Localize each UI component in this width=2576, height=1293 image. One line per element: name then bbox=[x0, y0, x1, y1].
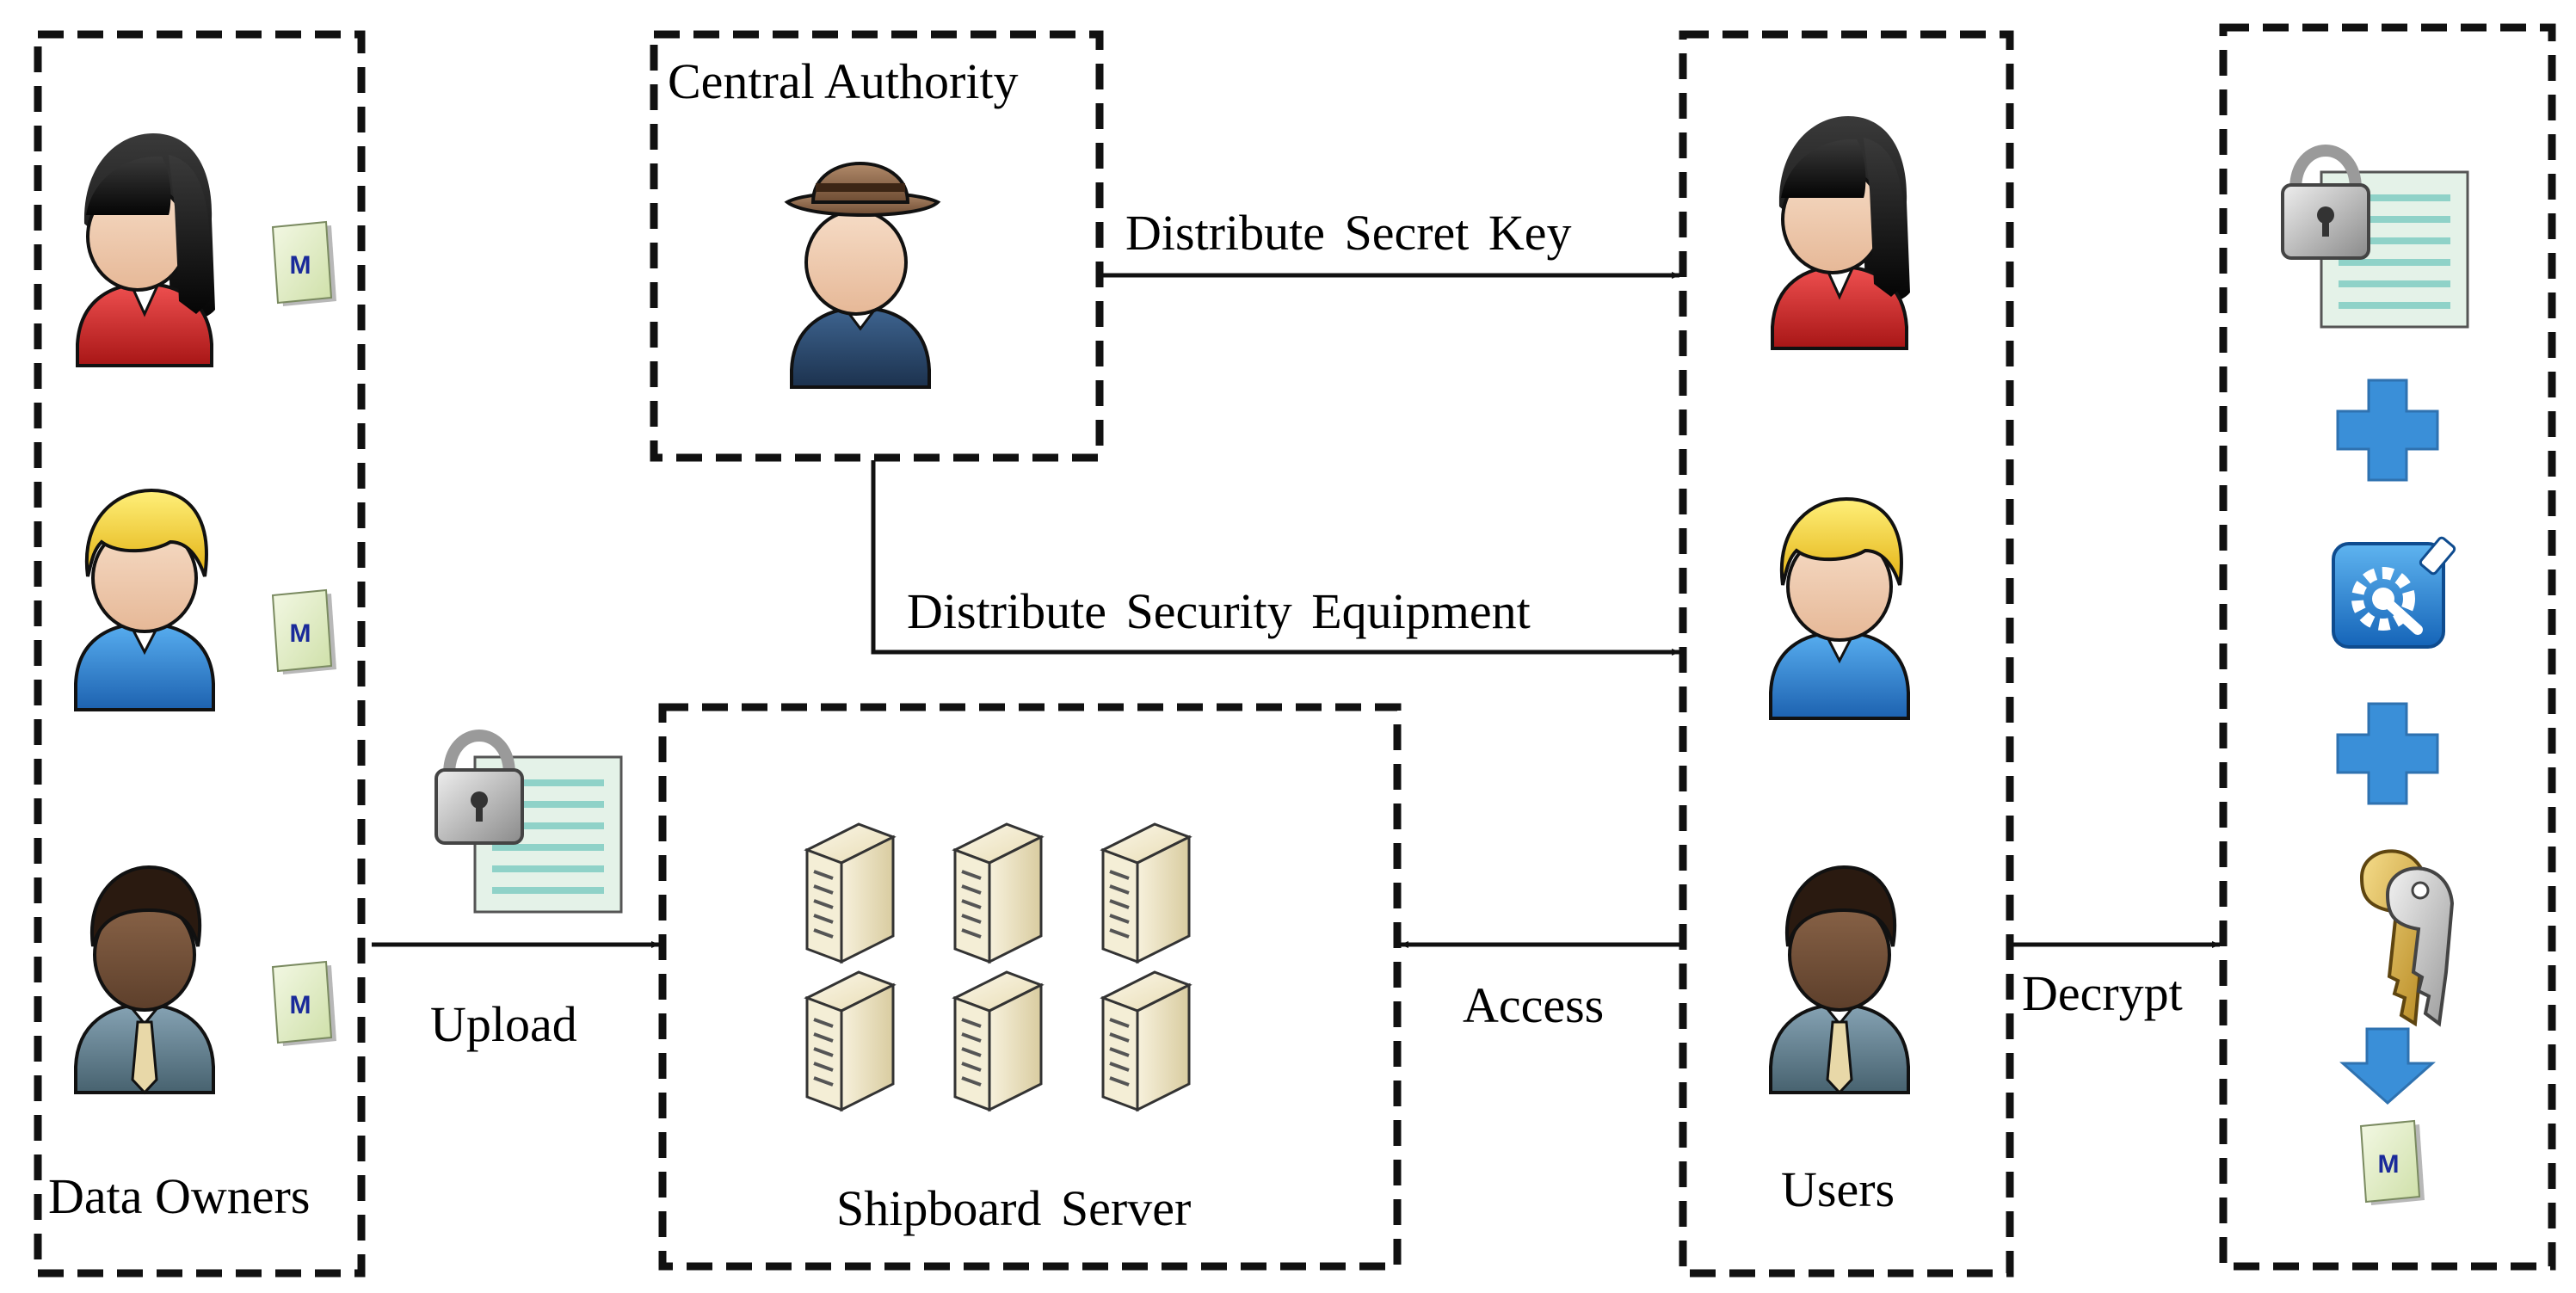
plaintext-document-icon: M bbox=[2360, 1120, 2425, 1206]
owner-female-icon bbox=[76, 132, 218, 367]
document-letter: M bbox=[290, 619, 311, 648]
plus-icon bbox=[2336, 702, 2439, 805]
user-dark-icon bbox=[1769, 865, 1910, 1094]
keys-icon bbox=[2359, 849, 2455, 1027]
encrypted-document-icon bbox=[436, 736, 621, 912]
access-label: Access bbox=[1463, 977, 1605, 1033]
owner-document-icon: M bbox=[272, 961, 337, 1047]
decrypt-label: Decrypt bbox=[2022, 965, 2183, 1021]
owner-dark-icon bbox=[74, 865, 215, 1094]
document-letter: M bbox=[290, 251, 311, 280]
users-label: Users bbox=[1781, 1161, 1895, 1217]
owner-document-icon: M bbox=[272, 221, 337, 307]
central-authority-label: Central Authority bbox=[668, 53, 1019, 109]
data-owners-label: Data Owners bbox=[48, 1168, 311, 1224]
distribute-security-equipment-arrow bbox=[871, 460, 1680, 656]
decrypt-result-box bbox=[2219, 23, 2556, 1271]
users-box bbox=[1679, 30, 2014, 1278]
central-authority-icon bbox=[784, 162, 941, 389]
data-owners-box bbox=[34, 30, 366, 1278]
distribute-secret-key-label: Distribute Secret Key bbox=[1125, 205, 1572, 261]
document-letter: M bbox=[2378, 1150, 2400, 1179]
user-blond-icon bbox=[1769, 497, 1910, 720]
security-tool-icon bbox=[2332, 536, 2456, 649]
user-female-icon bbox=[1771, 114, 1912, 350]
owner-blond-icon bbox=[74, 489, 215, 711]
shipboard-server-label: Shipboard Server bbox=[836, 1180, 1192, 1236]
distribute-security-equipment-label: Distribute Security Equipment bbox=[907, 583, 1531, 639]
down-arrow-icon bbox=[2339, 1027, 2436, 1105]
server-rack-icon bbox=[805, 822, 1191, 1111]
central-authority-box bbox=[650, 30, 1104, 462]
shipboard-server-box bbox=[658, 703, 1402, 1271]
plus-icon bbox=[2336, 379, 2439, 482]
owner-document-icon: M bbox=[272, 589, 337, 675]
upload-label: Upload bbox=[430, 996, 577, 1052]
encrypted-document-icon bbox=[2283, 151, 2468, 327]
document-letter: M bbox=[290, 991, 311, 1019]
